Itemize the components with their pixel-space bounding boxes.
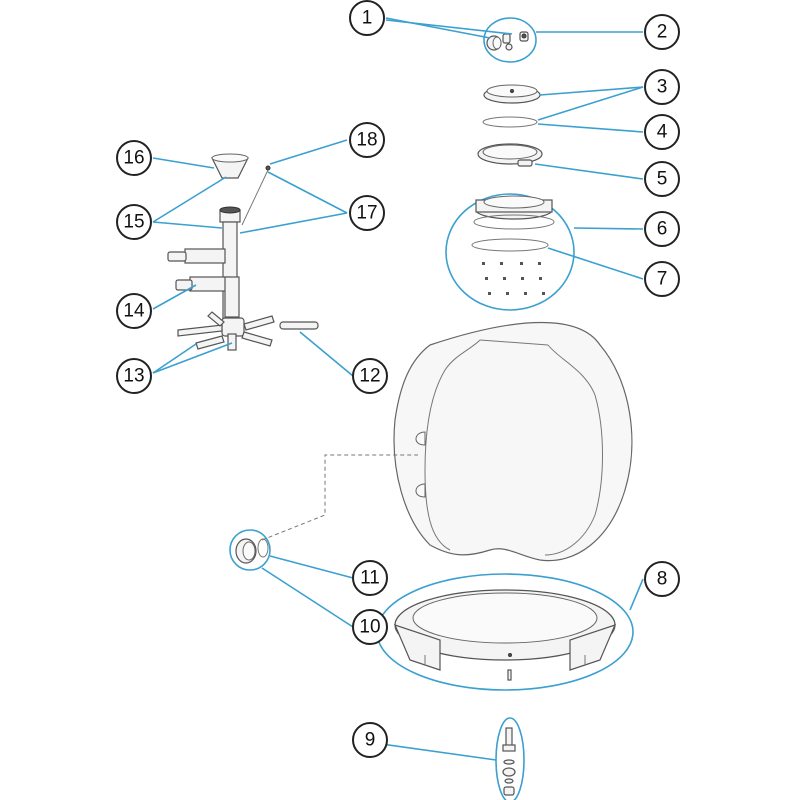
svg-text:8: 8 xyxy=(657,569,668,590)
zoom-ellipse-side-union xyxy=(229,529,271,571)
part-drain-stack xyxy=(502,727,516,796)
part-base-stand xyxy=(393,589,617,681)
callout-10: 10 xyxy=(352,609,388,645)
svg-text:17: 17 xyxy=(356,203,377,224)
svg-text:18: 18 xyxy=(356,130,377,151)
svg-text:1: 1 xyxy=(362,8,373,29)
callout-9: 9 xyxy=(352,722,388,758)
svg-text:10: 10 xyxy=(359,617,380,638)
part-tank-body xyxy=(393,321,633,562)
svg-text:5: 5 xyxy=(657,169,668,190)
zoom-ellipse-top-flange xyxy=(445,193,575,311)
callout-12: 12 xyxy=(352,358,388,394)
svg-text:16: 16 xyxy=(123,148,144,169)
callout-15: 15 xyxy=(116,204,152,240)
callout-8: 8 xyxy=(644,561,680,597)
svg-text:13: 13 xyxy=(123,366,144,387)
svg-text:15: 15 xyxy=(123,212,144,233)
callout-13: 13 xyxy=(116,358,152,394)
svg-text:7: 7 xyxy=(657,269,668,290)
callout-14: 14 xyxy=(116,293,152,329)
callout-2: 2 xyxy=(644,14,680,50)
callout-18: 18 xyxy=(349,122,385,158)
part-valve-assembly xyxy=(486,31,529,51)
zoom-ellipse-valve-parts xyxy=(483,17,537,63)
svg-text:12: 12 xyxy=(359,366,380,387)
part-top-flange xyxy=(471,195,555,295)
svg-text:14: 14 xyxy=(123,301,145,322)
callout-5: 5 xyxy=(644,161,680,197)
part-o-ring xyxy=(482,116,538,128)
part-clamp-ring xyxy=(477,143,543,167)
part-side-union xyxy=(235,538,269,564)
callout-1: 1 xyxy=(349,0,385,36)
union-dashed-guide xyxy=(261,454,418,541)
svg-text:4: 4 xyxy=(657,122,668,143)
callout-17: 17 xyxy=(349,195,385,231)
svg-text:2: 2 xyxy=(657,22,668,43)
callout-6: 6 xyxy=(644,211,680,247)
part-lid xyxy=(483,84,541,104)
svg-text:11: 11 xyxy=(360,568,380,589)
callout-7: 7 xyxy=(644,261,680,297)
leader-lines xyxy=(152,17,644,761)
part-flange-gasket xyxy=(471,238,549,252)
svg-text:9: 9 xyxy=(365,730,376,751)
callout-11: 11 xyxy=(352,560,388,596)
flange-bolt-holes xyxy=(482,262,545,295)
callout-16: 16 xyxy=(116,140,152,176)
part-spare-lateral xyxy=(279,321,319,330)
callout-4: 4 xyxy=(644,114,680,150)
part-internal-manifold xyxy=(167,153,319,351)
svg-text:6: 6 xyxy=(657,219,668,240)
callout-3: 3 xyxy=(644,69,680,105)
svg-text:3: 3 xyxy=(657,77,668,98)
